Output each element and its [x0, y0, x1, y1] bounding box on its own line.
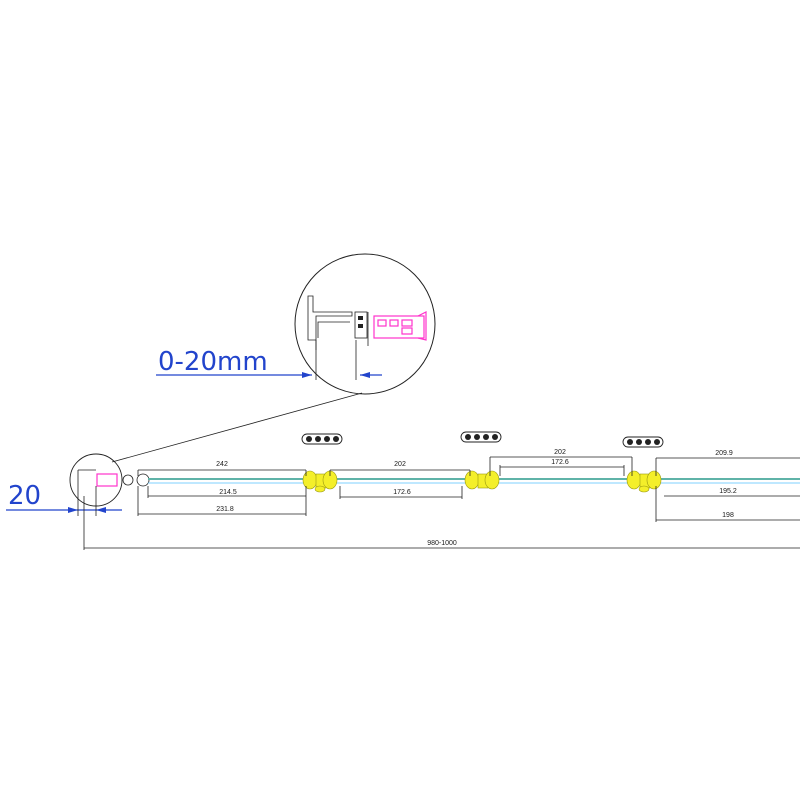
detail-callout	[294, 253, 436, 395]
carriage-1-wheel-c	[324, 436, 330, 442]
pink-fitting-slot-1	[377, 319, 387, 327]
dim-p3-top-label: 202	[554, 449, 566, 456]
dim-p2-top-label: 202	[394, 461, 406, 468]
carriage-2-body	[460, 431, 502, 443]
dim-overall-label: 980-1000	[427, 540, 457, 547]
carriage-1-wheel-a	[306, 436, 312, 442]
left-offset-annotation: 20	[6, 481, 122, 516]
profile-inner-line	[317, 321, 350, 338]
dim-p4-bottom-label: 198	[722, 512, 734, 519]
dim-overall: 980-1000	[83, 496, 800, 550]
carriage-3-wheel-d	[654, 439, 660, 445]
carriage-1-wheel-d	[333, 436, 339, 442]
wall-bracket	[77, 469, 96, 494]
roller-carriage-icon	[460, 431, 502, 443]
dim-p1-mid-label: 214.5	[219, 489, 237, 496]
left-pink-fitting	[96, 473, 118, 487]
connector-1-left	[302, 470, 318, 490]
callout-connector	[111, 392, 363, 463]
pink-fitting-cap	[417, 311, 427, 341]
carriage-2-wheel-b	[474, 434, 480, 440]
panel-1	[148, 478, 306, 484]
connector-3-foot	[638, 485, 650, 493]
carriage-3-wheel-c	[645, 439, 651, 445]
panel-4	[656, 478, 800, 484]
pink-fitting-slot-2	[389, 319, 399, 327]
panel-3	[492, 478, 632, 484]
connector-1-foot	[314, 485, 326, 493]
dim-p4-mid-label: 195.2	[719, 488, 737, 495]
dim-panel-1: 242 214.5 231.8	[137, 461, 307, 516]
profile-block	[354, 311, 368, 339]
gap-arrow-left	[302, 372, 312, 378]
profile-notch-1	[358, 316, 363, 320]
carriage-3-body	[622, 436, 664, 448]
pink-fitting-slot-4	[401, 327, 413, 335]
dim-p1-top-label: 242	[216, 461, 228, 468]
panel-2	[330, 478, 470, 484]
connector-3	[626, 470, 662, 493]
left-offset-arrow-a	[68, 507, 78, 513]
callout-circle	[294, 253, 436, 395]
connector-1	[302, 470, 338, 493]
carriage-2-wheel-d	[492, 434, 498, 440]
dim-panel-3: 202 172.6	[489, 449, 633, 476]
connector-2-right	[484, 470, 500, 490]
carriage-1-wheel-b	[315, 436, 321, 442]
left-offset-arrow-b	[96, 507, 106, 513]
left-roller	[122, 474, 134, 486]
pink-fitting-slot-3	[401, 319, 413, 327]
carriage-1-body	[301, 433, 343, 445]
connector-3-left	[626, 470, 642, 490]
dim-p2-mid-label: 172.6	[393, 489, 411, 496]
left-wall-end	[69, 453, 150, 507]
connector-2	[464, 470, 500, 490]
connector-2-left	[464, 470, 480, 490]
gap-label: 0-20mm	[158, 347, 268, 377]
gap-arrow-right	[360, 372, 370, 378]
profile-notch-2	[358, 324, 363, 328]
dim-p3-mid-label: 172.6	[551, 459, 569, 466]
connector-3-right	[646, 470, 662, 490]
pink-fitting	[373, 311, 427, 341]
roller-carriage-icon	[301, 433, 343, 445]
carriage-2-wheel-c	[483, 434, 489, 440]
wall-profile-shape	[307, 295, 353, 341]
roller-carriage-icon	[622, 436, 664, 448]
dim-p4-top-label: 209.9	[715, 450, 733, 457]
dim-p1-bottom-label: 231.8	[216, 506, 234, 513]
dim-panel-4: 209.9 195.2 198	[655, 450, 800, 522]
left-offset-label: 20	[8, 481, 41, 511]
carriage-2-wheel-a	[465, 434, 471, 440]
carriage-3-wheel-a	[627, 439, 633, 445]
pink-fitting-body	[373, 315, 425, 339]
dim-panel-2: 202 172.6	[329, 461, 471, 499]
left-post	[136, 473, 150, 487]
carriage-3-wheel-b	[636, 439, 642, 445]
gap-annotation: 0-20mm	[156, 347, 382, 378]
